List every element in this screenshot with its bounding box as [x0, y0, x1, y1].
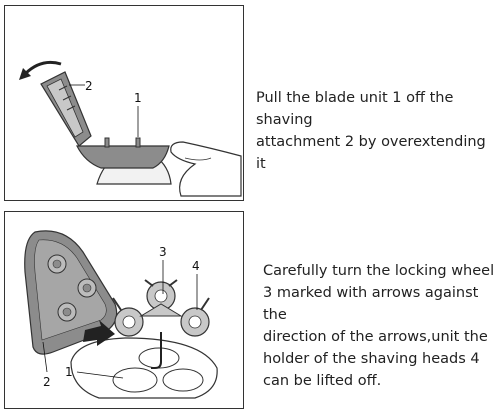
head-holder — [112, 279, 210, 337]
text-line: holder of the shaving heads 4 — [263, 351, 480, 367]
direction-arrow — [83, 320, 115, 346]
callout-2: 2 — [43, 375, 51, 389]
text-line: Carefully turn the locking wheel — [263, 263, 495, 279]
pin-left — [104, 137, 110, 148]
callout-1: 1 — [134, 91, 142, 105]
hand — [170, 141, 242, 197]
text-line: 3 marked with arrows against the — [263, 285, 479, 323]
locking-wheel-drawing: 3 4 2 1 — [24, 230, 218, 399]
text-line: direction of the arrows,unit the — [263, 329, 488, 345]
text-line: can be lifted off. — [263, 373, 382, 389]
callout-4: 4 — [192, 259, 200, 273]
head-seat-right — [162, 368, 204, 392]
callout-3: 3 — [159, 245, 167, 259]
pull-arrow-head — [19, 68, 31, 80]
step-1-instruction: Pull the blade unit 1 off the shaving att… — [256, 87, 496, 175]
callout-2: 2 — [85, 79, 93, 93]
step-2-instruction: Carefully turn the locking wheel 3 marked… — [263, 260, 495, 392]
head-seat-left — [112, 367, 158, 393]
blade-unit-removal-drawing: 2 1 — [19, 60, 242, 197]
text-line: Pull the blade unit 1 off the shaving — [256, 90, 454, 128]
pin-right — [135, 137, 141, 148]
blade-unit-inner — [46, 78, 84, 138]
pull-arrow — [23, 60, 62, 76]
step-2-illustration: 3 4 2 1 — [4, 211, 244, 409]
step-1-illustration: 2 1 — [4, 5, 244, 201]
head-seat-top — [138, 347, 180, 369]
callout-1: 1 — [65, 365, 73, 379]
locking-wheel-arrow — [151, 332, 162, 369]
text-line: attachment 2 by overextending it — [256, 134, 486, 172]
shaving-attachment — [76, 145, 170, 169]
